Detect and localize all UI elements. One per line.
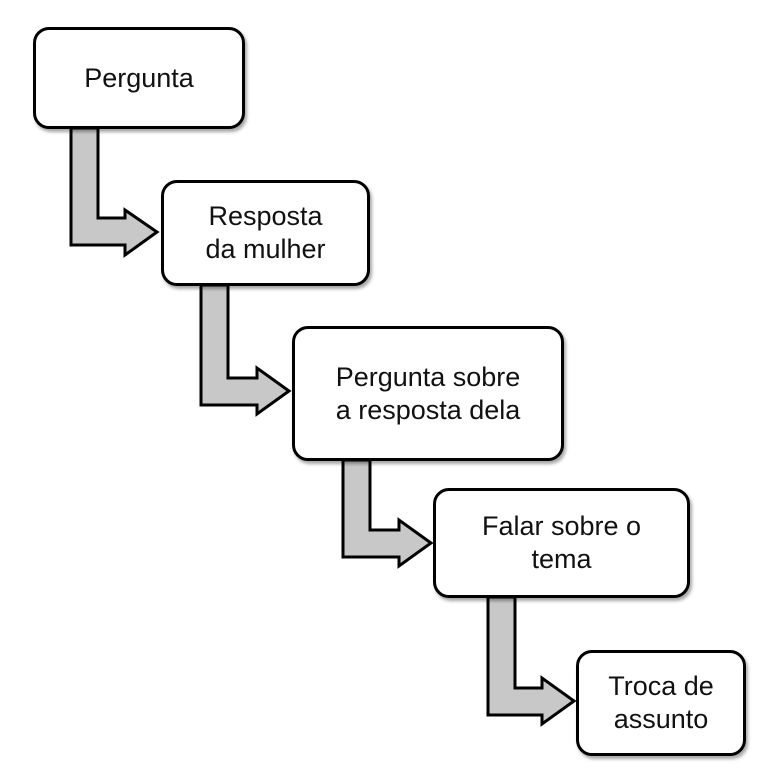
arrow-2-to-3: [199, 283, 292, 417]
arrow-4-to-5: [486, 595, 577, 727]
step-text: da mulher: [205, 234, 326, 264]
arrow-1-to-2: [69, 126, 160, 258]
step-text: Resposta: [208, 201, 323, 231]
step-box-pergunta: Pergunta: [33, 27, 245, 129]
step-text: Pergunta: [84, 62, 194, 93]
arrow-3-to-4: [341, 458, 434, 569]
step-text: a resposta dela: [335, 394, 521, 425]
step-text: Troca de: [608, 671, 714, 701]
step-text: tema: [531, 544, 592, 574]
step-text: Falar sobre o: [481, 511, 642, 541]
step-text: assunto: [613, 704, 709, 734]
step-text: Pergunta sobre: [335, 361, 521, 392]
